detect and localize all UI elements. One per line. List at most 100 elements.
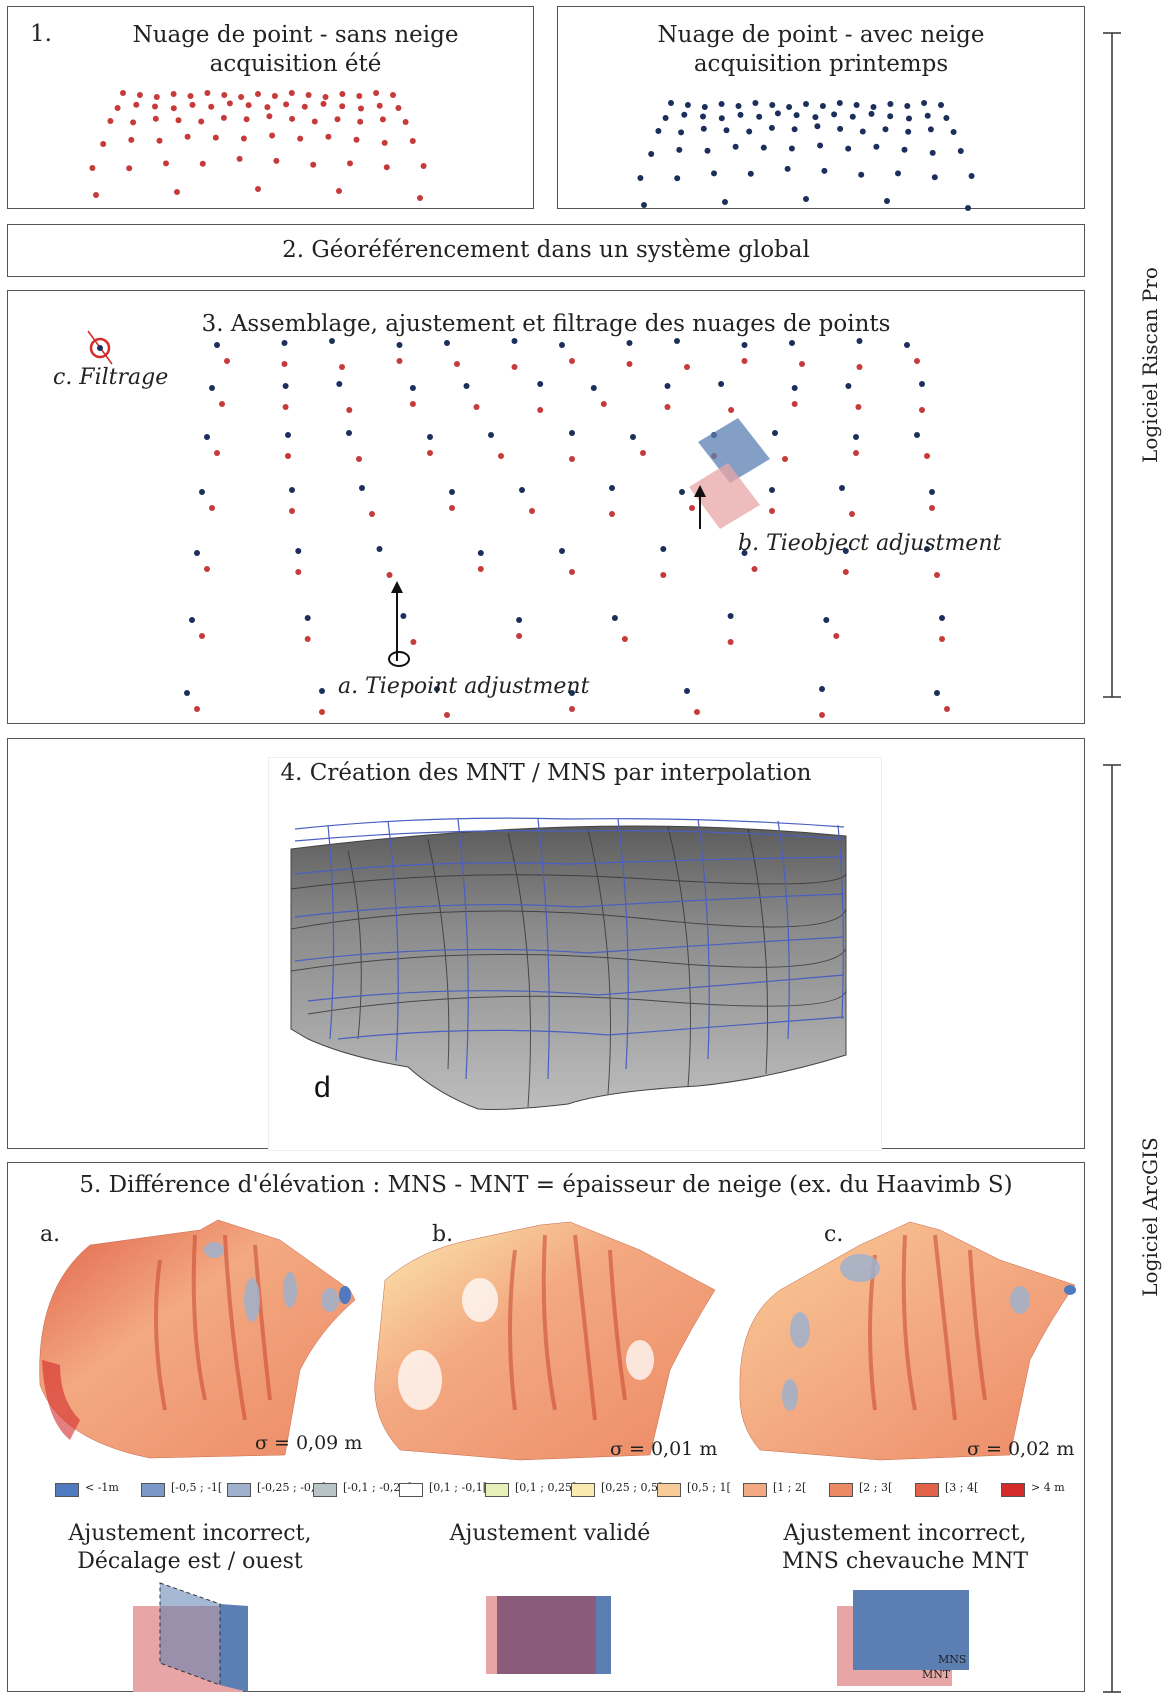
spring-point <box>904 342 910 348</box>
spring-point <box>931 174 938 181</box>
spring-point <box>905 128 912 135</box>
spring-point <box>924 112 931 119</box>
spring-point <box>711 170 717 177</box>
summer-point <box>569 358 575 364</box>
summer-point <box>914 358 920 364</box>
summer-point <box>833 633 840 639</box>
spring-point <box>678 129 685 136</box>
spring-point <box>727 613 734 619</box>
spring-point <box>938 102 944 108</box>
spring-point <box>927 126 934 133</box>
summer-point <box>356 456 362 462</box>
summer-point <box>271 93 278 99</box>
spring-point <box>516 617 523 623</box>
summer-point <box>174 189 180 195</box>
panel-dem-creation: 4. Création des MNT / MNS par interpolat… <box>7 738 1085 1151</box>
summer-point <box>390 92 396 98</box>
summer-point <box>516 633 523 639</box>
summer-point <box>339 103 346 110</box>
summer-point <box>152 115 159 122</box>
summer-point <box>295 569 302 575</box>
tiepoint-label: a. Tiepoint adjustment <box>338 674 590 699</box>
summer-point <box>301 103 308 110</box>
spring-point <box>359 485 365 491</box>
spring-point <box>849 113 856 120</box>
caption-3-line2: MNS chevauche MNT <box>781 1549 1029 1574</box>
summer-point <box>376 102 383 109</box>
summer-point <box>944 706 950 712</box>
spring-point <box>884 198 890 204</box>
summer-point <box>189 101 196 108</box>
map-a-sigma: σ = 0,09 m <box>255 1432 363 1454</box>
summer-point <box>694 709 700 715</box>
summer-point <box>133 101 140 108</box>
summer-point <box>383 164 390 171</box>
snow-depth-legend: < -1m[-0,5 ; -1[[-0,25 ; -0,5[[-0,1 ; -0… <box>55 1479 1085 1503</box>
summer-point <box>728 407 735 413</box>
summer-point <box>273 157 280 164</box>
summer-point <box>856 364 863 370</box>
summer-point <box>569 706 575 712</box>
summer-point <box>120 90 126 96</box>
spring-point <box>662 115 669 121</box>
spring-point <box>336 381 343 387</box>
step-number: 1. <box>30 21 52 47</box>
spring-point <box>679 489 685 495</box>
spring-point <box>858 171 865 178</box>
spring-point <box>295 548 302 554</box>
spring-point <box>648 151 655 157</box>
spring-point <box>859 128 866 135</box>
summer-point <box>569 456 575 462</box>
summer-point <box>136 92 143 98</box>
summer-point <box>281 361 288 367</box>
caption-1-line2: Décalage est / ouest <box>77 1549 303 1574</box>
spring-point <box>282 383 289 389</box>
spring-point <box>704 147 711 154</box>
summer-point <box>600 401 607 407</box>
summer-point <box>529 508 535 514</box>
summer-point <box>353 136 360 143</box>
spring-point <box>814 123 821 130</box>
summer-point <box>156 137 163 144</box>
diagram-overlap: MNS MNT <box>837 1590 969 1686</box>
summer-point <box>310 161 317 168</box>
spring-point <box>914 432 920 438</box>
spring-point <box>774 110 781 117</box>
map-c-sigma: σ = 0,02 m <box>967 1438 1075 1460</box>
spring-point <box>756 113 763 120</box>
summer-point <box>89 165 96 171</box>
mns-label: MNS <box>938 1653 966 1666</box>
summer-point <box>288 90 295 96</box>
summer-point <box>264 104 271 111</box>
summer-point <box>569 569 575 575</box>
panel-assembly: 3. Assemblage, ajustement et filtrage de… <box>7 290 1085 724</box>
arcgis-label: Logiciel ArcGIS <box>1138 1137 1162 1297</box>
snow-map-c <box>739 1221 1076 1461</box>
summer-point <box>219 401 225 407</box>
spring-point <box>803 196 809 202</box>
spring-point <box>786 104 793 110</box>
spring-point <box>449 489 455 495</box>
diagram-offset <box>133 1582 248 1692</box>
legend-swatch <box>657 1483 681 1497</box>
spring-point <box>965 205 971 211</box>
spring-point <box>823 617 830 623</box>
spring-point <box>752 100 759 106</box>
spring-point <box>819 686 825 692</box>
spring-title-line1: Nuage de point - avec neige <box>657 22 985 48</box>
summer-point <box>664 404 671 410</box>
spring-point <box>746 128 753 135</box>
summer-point <box>339 91 346 97</box>
summer-point <box>660 572 667 578</box>
summer-point <box>226 100 233 107</box>
spring-point <box>718 101 725 107</box>
spring-point <box>684 688 690 694</box>
spring-point <box>887 113 894 120</box>
legend-swatch <box>829 1483 853 1497</box>
map-b-label: b. <box>432 1222 454 1247</box>
summer-point <box>236 155 243 162</box>
spring-point <box>741 550 748 556</box>
spring-point <box>919 381 925 387</box>
summer-point <box>208 103 215 110</box>
legend-label: [0,5 ; 1[ <box>687 1481 731 1494</box>
